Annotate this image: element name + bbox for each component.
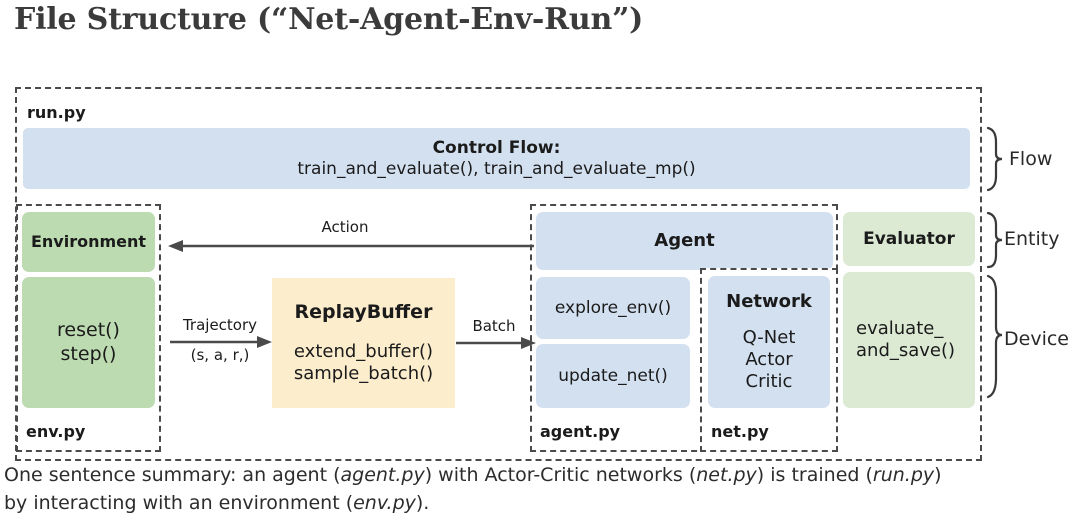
caption-em-net: net.py [696,464,757,486]
caption-part6: ). [415,491,430,514]
brace-label-entity: Entity [1004,228,1060,250]
batch-arrow [456,337,536,349]
brace-label-device: Device [1004,328,1069,350]
caption-part1: One sentence summary: an agent ( [4,464,341,486]
brace-label-flow: Flow [1009,148,1053,170]
brace-flow-icon [986,126,1003,192]
environment-entity-box: Environment [22,212,155,272]
run-py-file-label: run.py [27,103,86,122]
replay-buffer-box: ReplayBuffer extend_buffer() sample_batc… [272,278,455,408]
caption-em-agent: agent.py [340,464,425,486]
replay-buffer-method-sample: sample_batch() [293,362,434,384]
agent-py-file-label: agent.py [540,422,621,441]
network-item-qnet: Q-Net [742,327,796,349]
env-py-container [16,204,161,452]
agent-explore-env-box: explore_env() [536,277,690,339]
trajectory-arrow [170,336,272,348]
arrow-label-trajectory: Trajectory [182,316,258,334]
network-item-actor: Actor [745,349,793,370]
caption-part4: ) [934,464,942,486]
env-py-file-label: env.py [26,422,86,441]
env-method-step: step() [60,342,117,365]
agent-update-net-box: update_net() [536,344,690,408]
environment-methods-box: reset() step() [22,277,155,408]
caption-em-run: run.py [872,464,935,486]
evaluator-method-line1: evaluate_ [856,318,944,340]
brace-entity-icon [986,211,1003,269]
caption-part2: ) with Actor-Critic networks ( [424,464,697,486]
agent-entity-box: Agent [536,212,833,270]
evaluator-entity-box: Evaluator [843,212,975,266]
arrow-label-action: Action [321,218,369,236]
evaluator-methods-box: evaluate_ and_save() [843,272,975,408]
network-label: Network [726,291,812,313]
network-item-critic: Critic [745,370,793,392]
replay-buffer-method-extend: extend_buffer() [293,340,434,362]
replay-buffer-heading: ReplayBuffer [294,301,433,324]
page-title: File Structure (“Net-Agent-Env-Run”) [14,2,644,37]
environment-label: Environment [30,232,147,252]
caption-part5: by interacting with an environment ( [4,491,354,514]
agent-label: Agent [654,230,715,252]
file-structure-diagram: run.py Control Flow: train_and_evaluate(… [0,78,1080,461]
caption: One sentence summary: an agent (agent.py… [4,462,1076,517]
network-entity-box: Network Q-Net Actor Critic [708,276,830,408]
control-flow-functions: train_and_evaluate(), train_and_evaluate… [297,158,696,179]
evaluator-label: Evaluator [863,228,955,249]
action-arrow [168,240,534,252]
net-py-file-label: net.py [711,422,769,441]
control-flow-box: Control Flow: train_and_evaluate(), trai… [23,128,970,189]
control-flow-heading: Control Flow: [432,137,561,158]
arrow-sublabel-trajectory: (s, a, r,) [190,346,250,364]
caption-part3: ) is trained ( [756,464,873,486]
arrow-label-batch: Batch [472,317,516,335]
agent-method-update-net: update_net() [558,365,668,386]
env-method-reset: reset() [57,319,120,342]
agent-method-explore-env: explore_env() [554,297,672,318]
evaluator-method-line2: and_save() [856,340,956,361]
brace-device-icon [986,274,1003,399]
caption-em-env: env.py [353,491,416,514]
